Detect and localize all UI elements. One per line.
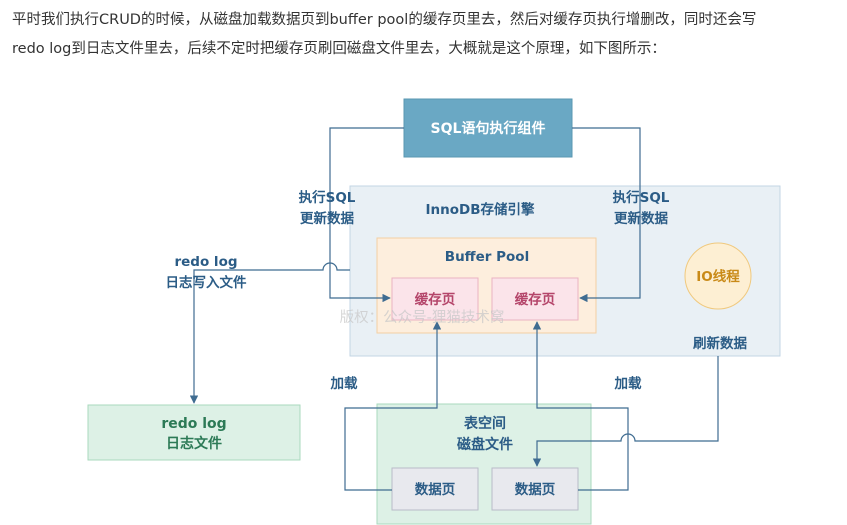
redo-write-line (189, 262, 350, 404)
left-exec-label-1: 执行SQL (299, 189, 356, 206)
left-exec-arrow (329, 127, 404, 303)
load-left-label: 加载 (330, 375, 358, 392)
data-page-2-label: 数据页 (515, 481, 556, 498)
connection-lines (189, 127, 719, 491)
intro-text: 平时我们执行CRUD的时候，从磁盘加载数据页到buffer pool的缓存页里去… (12, 6, 840, 64)
cache-page-1-label: 缓存页 (415, 291, 456, 308)
load-left-arrow (344, 321, 442, 491)
cache-page-2-label: 缓存页 (515, 291, 556, 308)
data-page-1-box[interactable] (391, 467, 479, 511)
watermark: 版权：公众号-狸猫技术窝 (340, 308, 505, 326)
buffer-pool-label: Buffer Pool (445, 249, 529, 265)
load-right-label: 加载 (614, 375, 643, 392)
redo-write-label-1: redo log (174, 254, 237, 270)
right-exec-arrow (572, 127, 641, 303)
innodb-label: InnoDB存储引擎 (425, 201, 535, 218)
right-exec-label-1: 执行SQL (613, 189, 670, 206)
redo-log-file-box (87, 404, 301, 461)
redo-file-label-2: 日志文件 (166, 435, 222, 452)
redo-file-label-1: redo log (161, 416, 226, 432)
load-right-arrow (532, 321, 629, 491)
left-exec-label-2: 更新数据 (300, 210, 354, 227)
io-thread-label: IO线程 (696, 268, 740, 285)
intro-line-1: 平时我们执行CRUD的时候，从磁盘加载数据页到buffer pool的缓存页里去… (12, 12, 757, 28)
flush-label: 刷新数据 (693, 335, 747, 352)
io-thread-circle (684, 242, 752, 310)
cache-page-1-box[interactable] (391, 277, 479, 321)
tablespace-label-2: 磁盘文件 (457, 436, 513, 453)
flush-arrow (532, 356, 719, 467)
intro-line-2: redo log到日志文件里去，后续不定时把缓存页刷回磁盘文件里去，大概就是这个… (12, 41, 666, 57)
data-page-2-box[interactable] (491, 467, 579, 511)
cache-page-2-box[interactable] (491, 277, 579, 321)
right-exec-label-2: 更新数据 (614, 210, 668, 227)
redo-write-label-2: 日志写入文件 (166, 274, 247, 291)
data-page-1-label: 数据页 (415, 481, 456, 498)
tablespace-label-1: 表空间 (463, 415, 506, 432)
sql-component-label: SQL语句执行组件 (431, 120, 546, 137)
